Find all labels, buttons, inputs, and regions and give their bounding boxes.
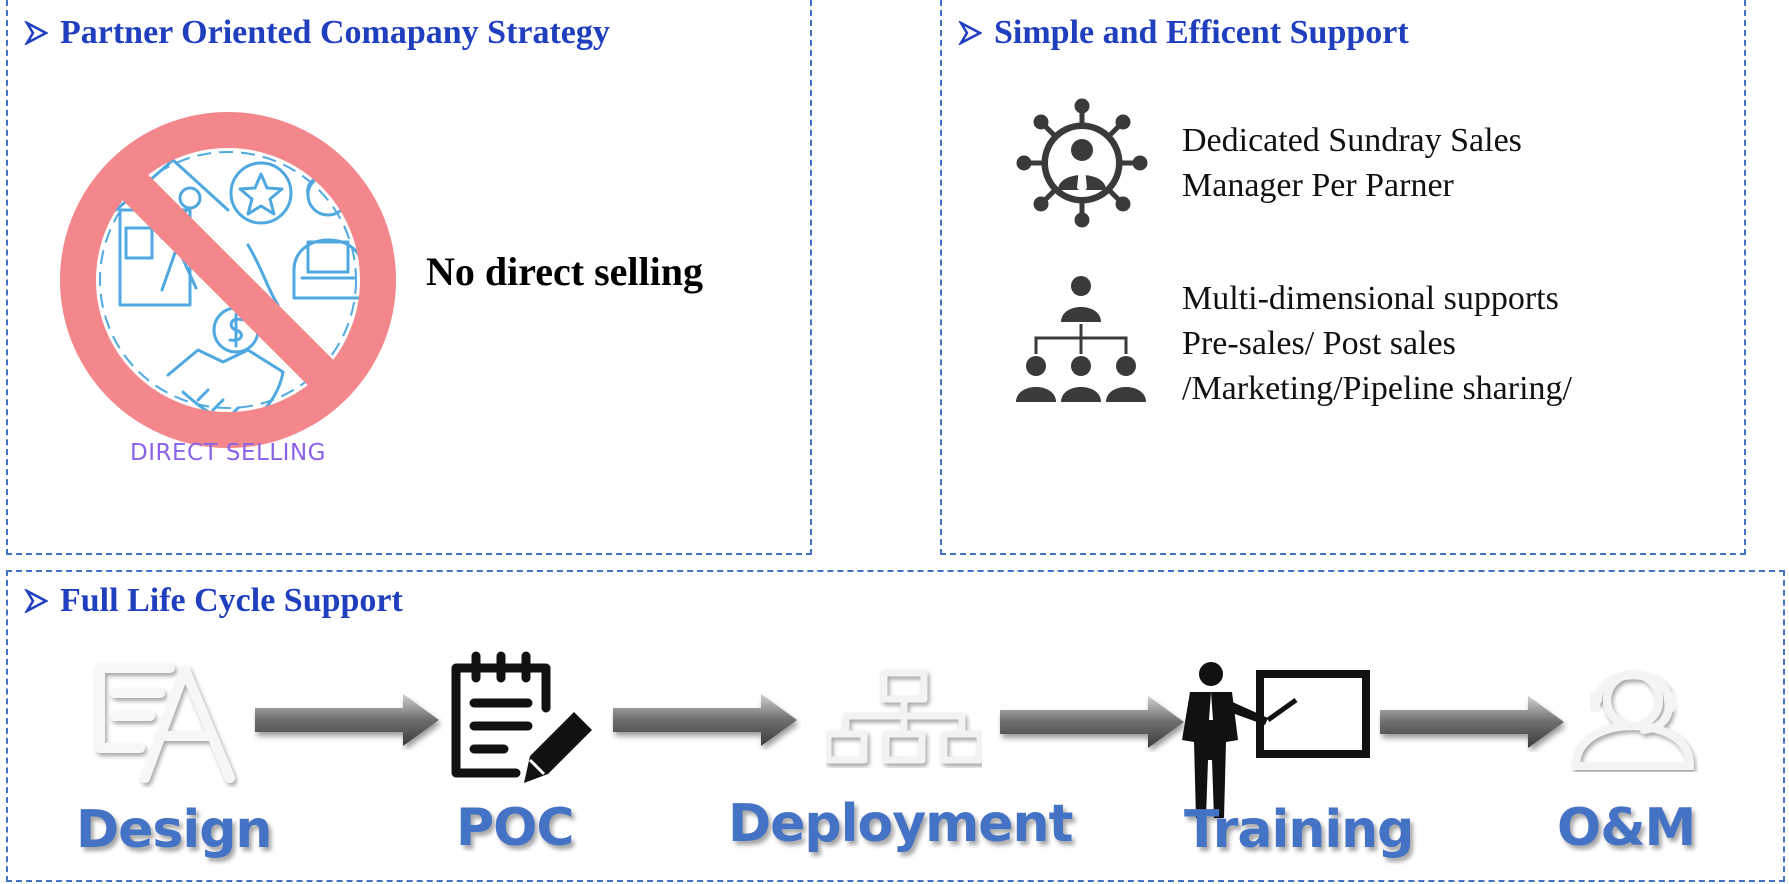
arrow-bullet-icon (24, 589, 48, 613)
no-direct-selling-icon (60, 112, 396, 448)
stage-label-training: Training (1184, 800, 1414, 860)
network-person-icon (1016, 98, 1148, 228)
lifecycle-title: Full Life Cycle Support (24, 582, 403, 620)
strategy-panel: Partner Oriented Comapany Strategy (6, 0, 812, 555)
stage-label-om: O&M (1557, 798, 1696, 858)
clipboard-pencil-icon (451, 651, 592, 783)
support-item-1-text: Dedicated Sundray Sales Manager Per Parn… (1182, 118, 1522, 208)
lifecycle-title-text: Full Life Cycle Support (60, 582, 403, 619)
support-title-text: Simple and Efficent Support (994, 14, 1409, 51)
flow-arrow-3 (1000, 696, 1184, 748)
design-pen-icon (95, 663, 235, 783)
support-panel: Simple and Efficent Support (940, 0, 1746, 555)
flow-arrow-4 (1380, 696, 1564, 748)
arrow-bullet-icon (958, 21, 982, 45)
trainer-board-icon (1182, 662, 1370, 818)
hierarchy-icon (826, 669, 982, 764)
arrow-bullet-icon (24, 21, 48, 45)
stage-label-deployment: Deployment (728, 794, 1073, 854)
support-item-1-line-1: Dedicated Sundray Sales (1182, 122, 1522, 159)
flow-arrow-1 (255, 694, 439, 746)
flow-arrow-2 (613, 694, 797, 746)
strategy-title: Partner Oriented Comapany Strategy (24, 14, 610, 52)
stage-label-poc: POC (456, 798, 574, 858)
direct-selling-caption: DIRECT SELLING (130, 440, 326, 466)
support-item-2-line-3: /Marketing/Pipeline sharing/ (1182, 370, 1572, 407)
support-title: Simple and Efficent Support (958, 14, 1409, 52)
no-direct-selling-statement: No direct selling (426, 249, 704, 294)
headset-support-icon (1571, 670, 1695, 770)
strategy-title-text: Partner Oriented Comapany Strategy (60, 14, 610, 51)
org-chart-icon (1016, 276, 1146, 402)
support-item-2-line-1: Multi-dimensional supports (1182, 280, 1559, 317)
support-item-2-line-2: Pre-sales/ Post sales (1182, 325, 1456, 362)
support-item-1-line-2: Manager Per Parner (1182, 167, 1454, 204)
stage-label-design: Design (76, 800, 272, 860)
lifecycle-panel: Full Life Cycle Support (6, 570, 1785, 882)
support-item-2-text: Multi-dimensional supports Pre-sales/ Po… (1182, 276, 1572, 411)
